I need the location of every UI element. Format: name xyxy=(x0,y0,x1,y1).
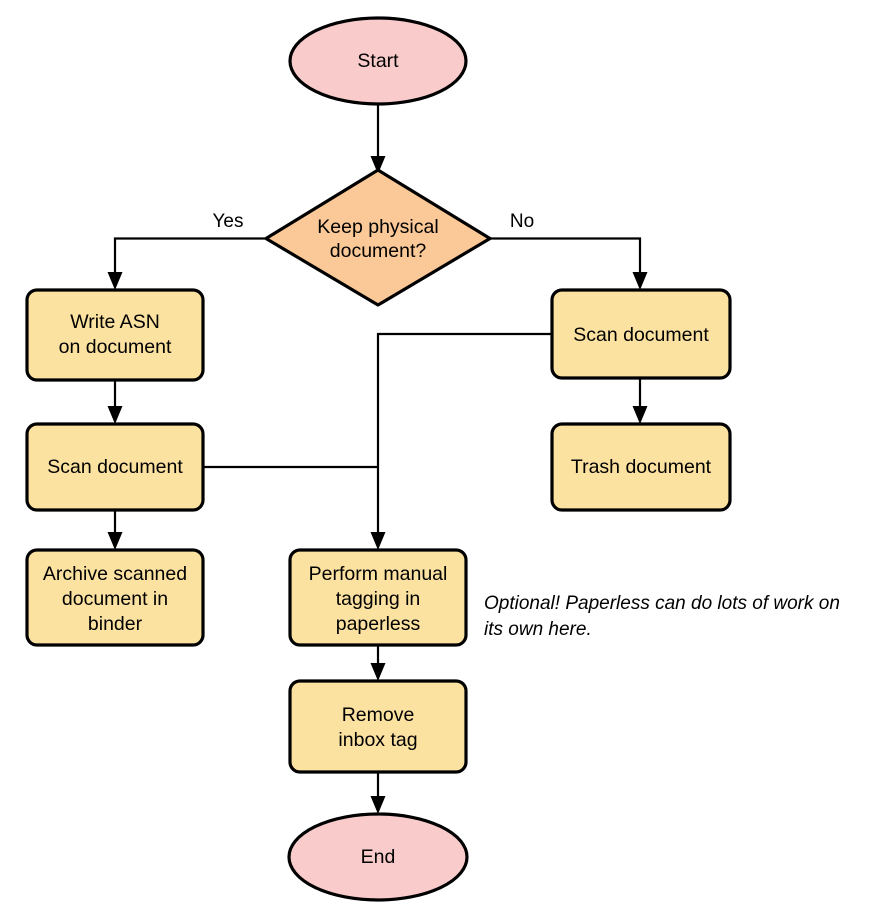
edge-scanright-to-tagging xyxy=(370,332,552,550)
node-scan-document-right-label: Scan document xyxy=(573,324,709,346)
edge-label-yes: Yes xyxy=(213,211,244,232)
node-remove-inbox-tag[interactable]: Remove inbox tag xyxy=(288,679,468,774)
node-trash-document[interactable]: Trash document xyxy=(550,422,732,512)
node-manual-tagging-label-line2: tagging in xyxy=(336,588,421,610)
node-decision-label-line2: document? xyxy=(330,240,427,262)
annotation-optional-note: Optional! Paperless can do lots of work … xyxy=(484,593,840,640)
edge-scanleft-to-archive xyxy=(107,510,123,550)
node-scan-document-left-label: Scan document xyxy=(47,456,183,478)
node-archive-binder-label-line2: document in xyxy=(62,588,168,610)
node-end[interactable]: End xyxy=(287,812,469,902)
edge-start-to-decision xyxy=(370,104,386,174)
node-scan-document-right[interactable]: Scan document xyxy=(550,288,732,380)
node-trash-document-label: Trash document xyxy=(571,456,712,478)
node-write-asn-label-line2: on document xyxy=(59,336,172,358)
annotation-optional-note-line2: its own here. xyxy=(484,619,592,640)
node-start[interactable]: Start xyxy=(288,16,468,106)
edge-remove-to-end xyxy=(370,772,386,814)
node-write-asn-label-line1: Write ASN xyxy=(70,311,160,333)
edge-label-no: No xyxy=(510,211,534,232)
node-manual-tagging[interactable]: Perform manual tagging in paperless xyxy=(288,548,468,647)
node-manual-tagging-label-line3: paperless xyxy=(336,613,421,635)
edge-writeasn-to-scan xyxy=(107,380,123,424)
node-remove-inbox-tag-label-line2: inbox tag xyxy=(338,729,417,751)
node-archive-binder[interactable]: Archive scanned document in binder xyxy=(25,548,205,647)
edge-tagging-to-remove xyxy=(370,645,386,681)
node-remove-inbox-tag-label-line1: Remove xyxy=(342,704,415,726)
node-start-label: Start xyxy=(357,50,399,72)
node-end-label: End xyxy=(361,846,396,868)
node-scan-document-left[interactable]: Scan document xyxy=(25,422,205,512)
node-write-asn[interactable]: Write ASN on document xyxy=(25,288,205,382)
edge-scanright-to-trash xyxy=(632,378,648,424)
annotation-optional-note-line1: Optional! Paperless can do lots of work … xyxy=(484,593,840,614)
edge-decision-no: No xyxy=(490,211,648,290)
node-manual-tagging-label-line1: Perform manual xyxy=(309,563,448,585)
node-decision-keep-physical-document[interactable]: Keep physical document? xyxy=(264,168,492,307)
node-decision-label-line1: Keep physical xyxy=(317,216,438,238)
node-archive-binder-label-line1: Archive scanned xyxy=(43,563,187,585)
edge-decision-yes: Yes xyxy=(107,211,265,290)
node-archive-binder-label-line3: binder xyxy=(88,613,143,635)
